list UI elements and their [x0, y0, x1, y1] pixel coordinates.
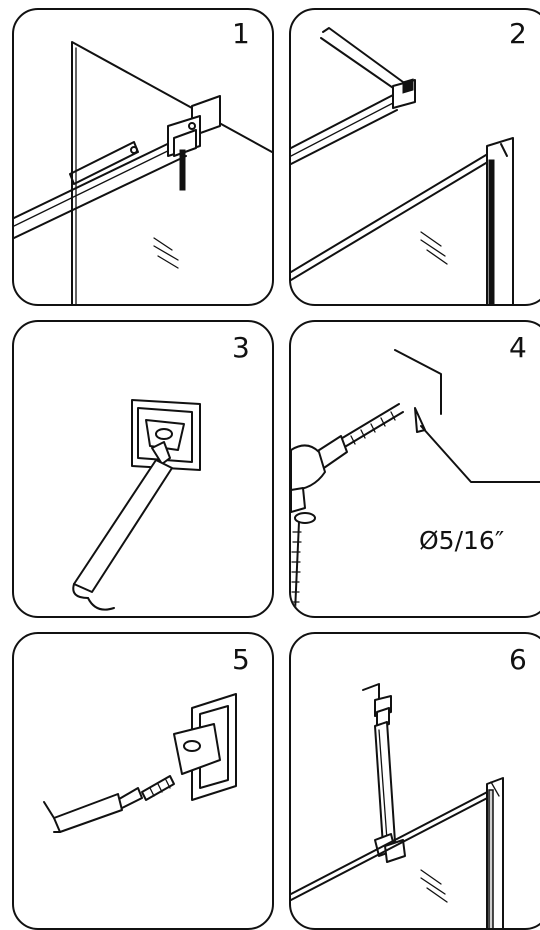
drill-bit-size-label: Ø5/16″: [419, 526, 505, 555]
step-3-illustration: [72, 399, 201, 611]
step-5-panel: 5: [12, 632, 274, 930]
step-number: 6: [509, 643, 527, 676]
step-6-panel: 6: [289, 632, 540, 930]
step-2-illustration: [291, 27, 514, 304]
step-6-illustration: [291, 683, 504, 928]
step-3-panel: 3: [12, 320, 274, 618]
step-number: 1: [232, 17, 250, 50]
step-5-illustration: [43, 693, 237, 833]
step-number: 5: [232, 643, 250, 676]
step-number: 3: [232, 331, 250, 364]
step-4-illustration: [291, 349, 540, 616]
step-2-panel: 2: [289, 8, 540, 306]
step-number: 4: [509, 331, 527, 364]
step-1-illustration: [14, 41, 272, 304]
step-4-panel: 4 Ø5/16″: [289, 320, 540, 618]
step-1-panel: 1: [12, 8, 274, 306]
step-number: 2: [509, 17, 527, 50]
